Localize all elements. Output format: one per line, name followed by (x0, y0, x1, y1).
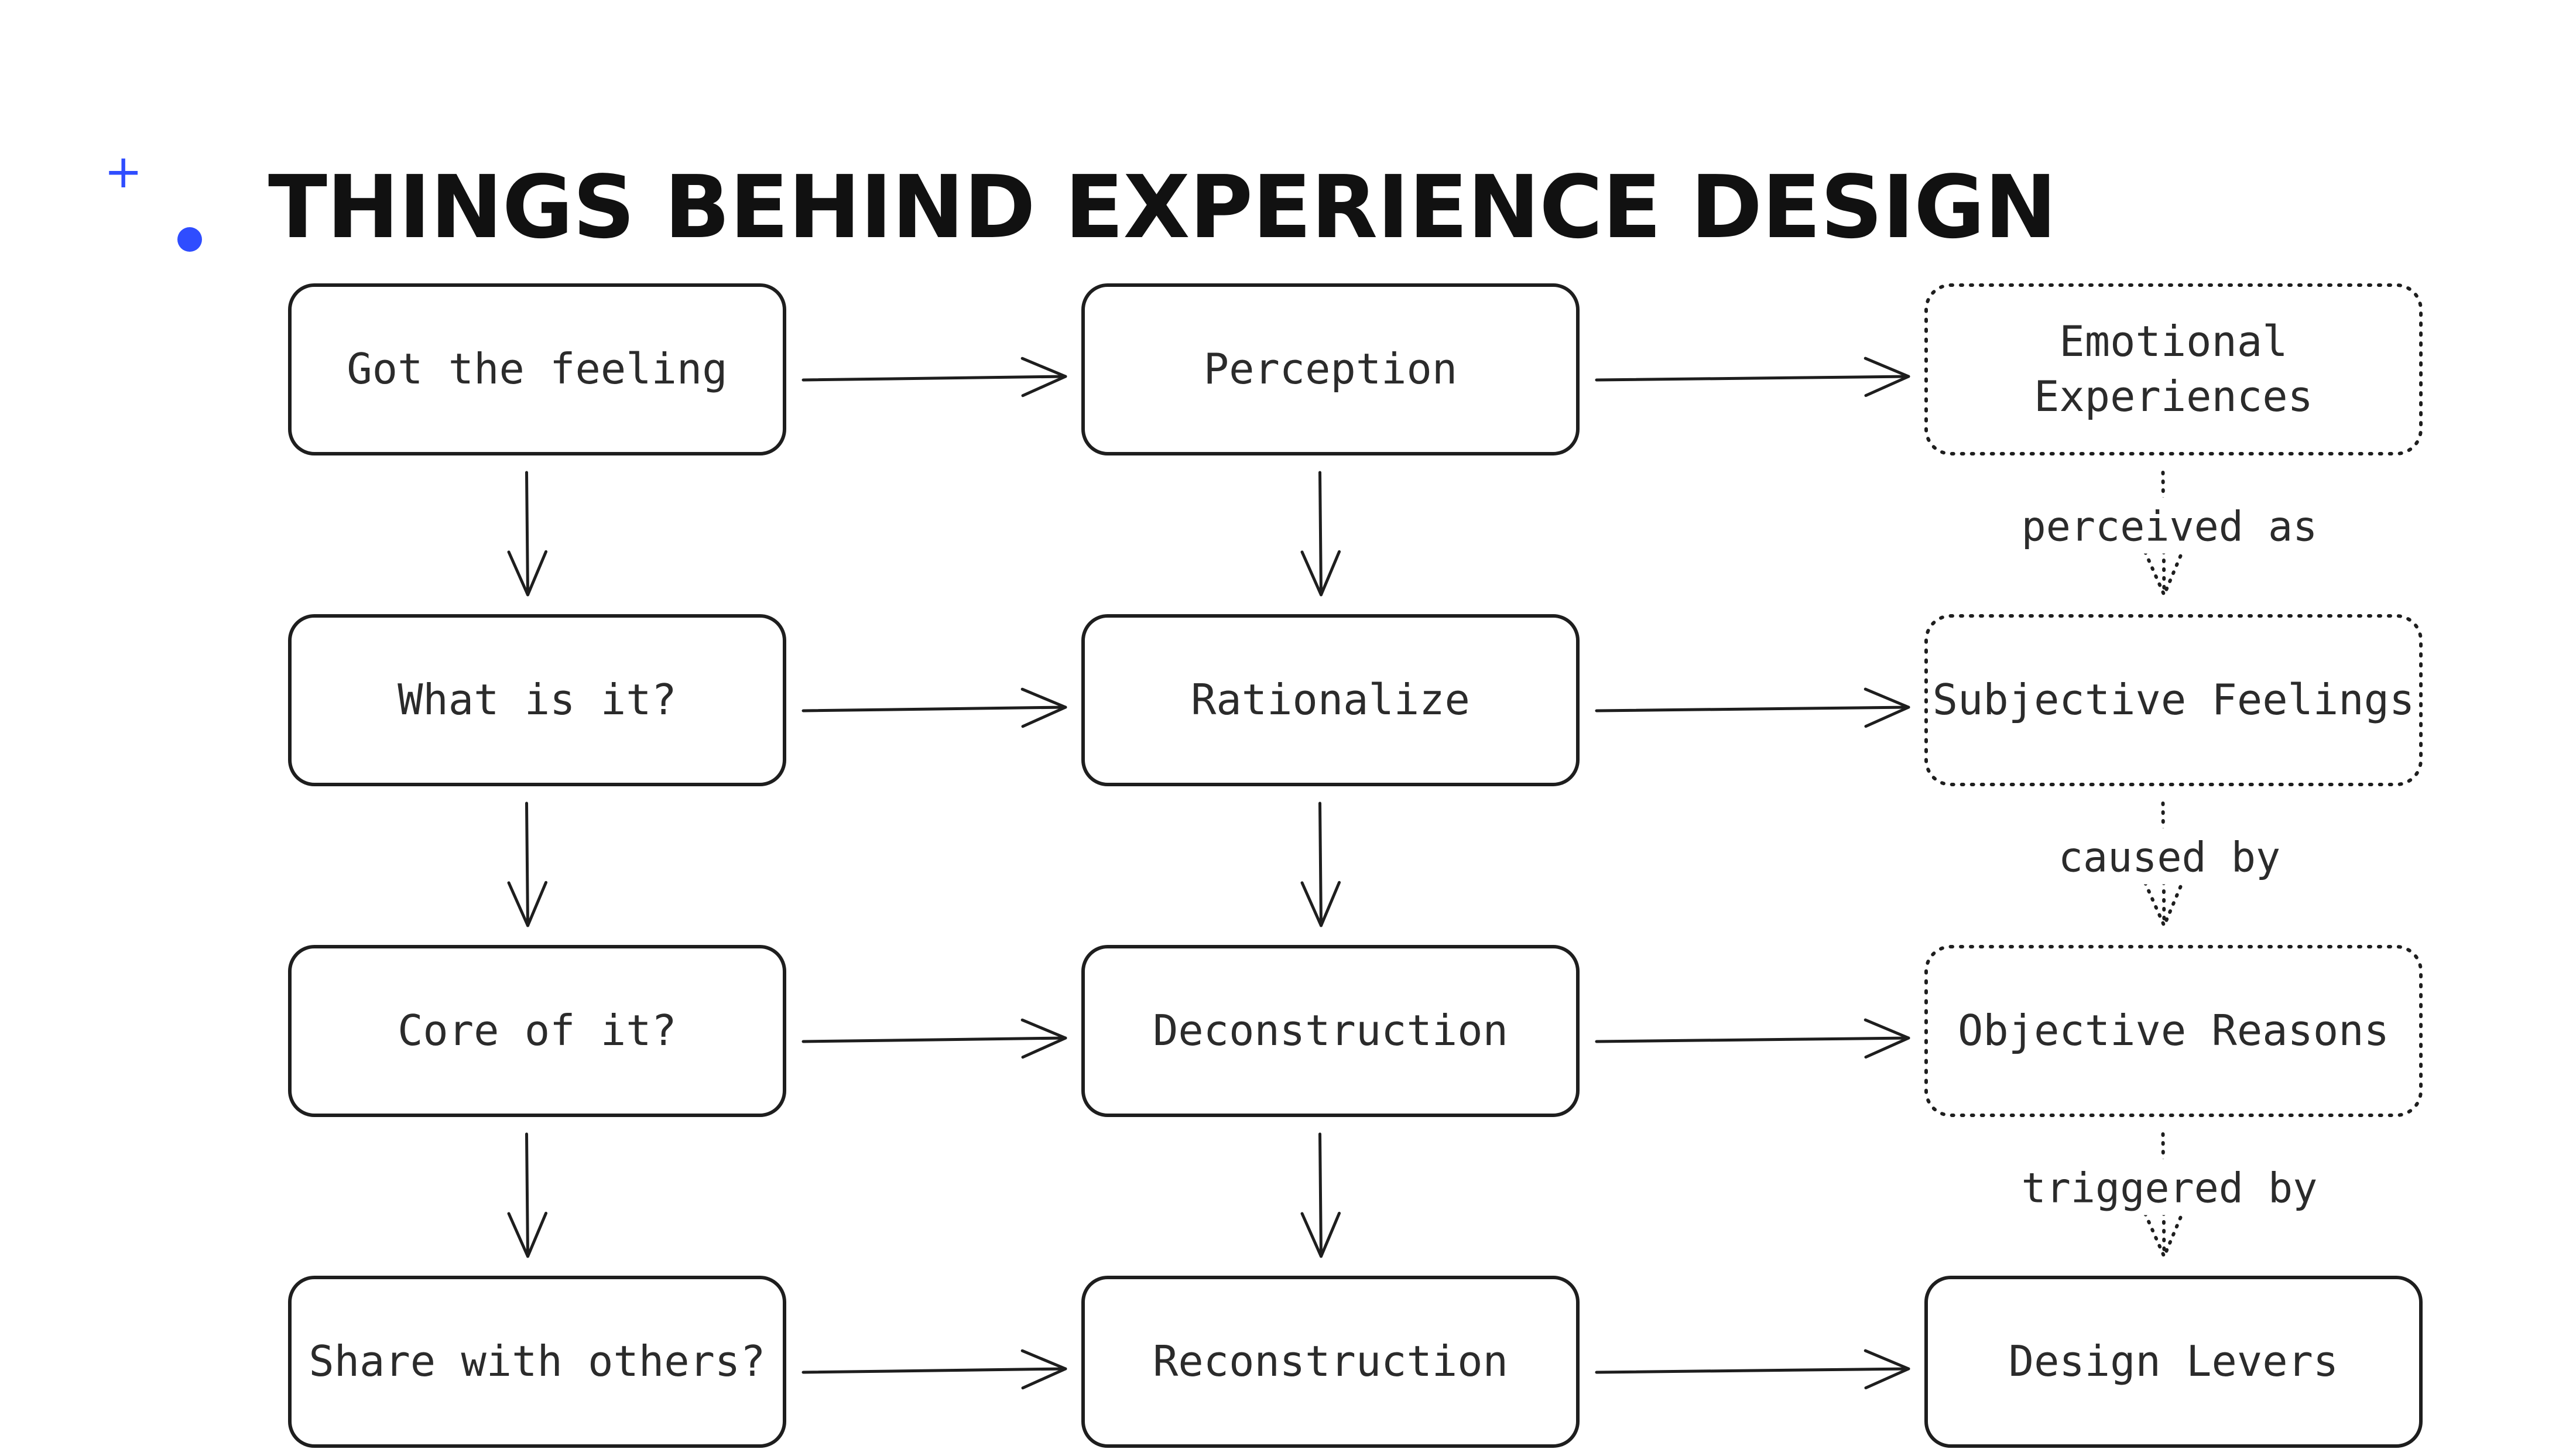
node-rationalize: Rationalize (1081, 614, 1580, 786)
node-label: Perception (1204, 344, 1457, 393)
edge-subjective-feelings-to-objective-reasons: caused by (2005, 801, 2322, 930)
edge-line (801, 1036, 1067, 1043)
edge-line (525, 471, 529, 597)
arrow-head-icon (1864, 1349, 1910, 1390)
bullet-dot-icon (177, 227, 202, 252)
arrow-head-icon (507, 881, 548, 927)
node-box (1081, 1276, 1580, 1448)
node-deconstruction: Deconstruction (1081, 945, 1580, 1117)
arrow-head-icon (1864, 687, 1910, 728)
edge-rationalize-to-subjective-feelings (1595, 687, 1910, 728)
edge-rationalize-to-deconstruction (1300, 801, 1341, 927)
edge-emotional-experiences-to-subjective-feelings: perceived as (2005, 471, 2322, 600)
node-box (1081, 945, 1580, 1117)
edge-line (1595, 1367, 1910, 1374)
node-label: Rationalize (1191, 675, 1470, 724)
node-box (1924, 283, 2423, 455)
edge-what-is-it-to-rationalize (801, 687, 1067, 728)
edge-what-is-it-to-core-of-it (507, 801, 548, 927)
edge-core-of-it-to-share-with-others (507, 1132, 548, 1258)
node-got-feeling: Got the feeling (288, 283, 786, 455)
edge-line (801, 375, 1067, 382)
edge-line (801, 705, 1067, 712)
node-box (288, 945, 786, 1117)
node-label: Design Levers (2009, 1337, 2339, 1386)
edge-perception-to-rationalize (1300, 471, 1341, 597)
edge-label: perceived as (2022, 503, 2318, 551)
node-box (1924, 614, 2423, 786)
arrow-head-icon (2143, 550, 2184, 600)
edge-deconstruction-to-objective-reasons (1595, 1018, 1910, 1059)
arrow-head-icon (2143, 1211, 2184, 1261)
edge-objective-reasons-to-design-levers: triggered by (2005, 1132, 2322, 1261)
arrow-head-icon (1300, 1211, 1341, 1258)
edge-line (525, 1132, 529, 1258)
edge-label: triggered by (2022, 1164, 2318, 1212)
edge-line (801, 1367, 1067, 1374)
edge-line (1318, 1132, 1323, 1258)
edge-core-of-it-to-deconstruction (801, 1018, 1067, 1059)
node-share-with-others: Share with others? (288, 1276, 786, 1448)
node-core-of-it: Core of it? (288, 945, 786, 1117)
node-label: What is it? (398, 675, 677, 724)
arrow-head-icon (1300, 881, 1341, 927)
node-label: Got the feeling (347, 344, 727, 393)
slide-title: THINGS BEHIND EXPERIENCE DESIGN (268, 157, 2057, 258)
arrow-head-icon (1020, 1018, 1067, 1059)
node-objective-reasons: Objective Reasons (1924, 945, 2423, 1117)
arrow-head-icon (2143, 881, 2184, 930)
arrow-head-icon (507, 1211, 548, 1258)
node-label: Emotional (2059, 317, 2287, 366)
edge-deconstruction-to-reconstruction (1300, 1132, 1341, 1258)
edge-line (525, 801, 529, 927)
node-box (1924, 1276, 2423, 1448)
edge-label: caused by (2058, 834, 2280, 882)
arrow-head-icon (1864, 1018, 1910, 1059)
node-box (288, 283, 786, 455)
edge-got-feeling-to-what-is-it (507, 471, 548, 597)
node-label: Deconstruction (1153, 1006, 1508, 1055)
arrow-head-icon (1020, 357, 1067, 398)
edge-reconstruction-to-design-levers (1595, 1349, 1910, 1390)
arrow-head-icon (1300, 550, 1341, 597)
node-label: Reconstruction (1153, 1337, 1508, 1386)
arrow-head-icon (1020, 687, 1067, 728)
node-box (1081, 614, 1580, 786)
arrow-head-icon (1864, 357, 1910, 398)
arrow-head-icon (1020, 1349, 1067, 1390)
node-box (288, 614, 786, 786)
node-perception: Perception (1081, 283, 1580, 455)
arrow-head-icon (507, 550, 548, 597)
plus-icon: + (104, 146, 143, 198)
edge-line (1595, 1036, 1910, 1043)
edge-line (1595, 375, 1910, 382)
node-what-is-it: What is it? (288, 614, 786, 786)
node-box (1924, 945, 2423, 1117)
edge-label-bg (2005, 1159, 2322, 1215)
node-box (288, 1276, 786, 1448)
edge-share-with-others-to-reconstruction (801, 1349, 1067, 1390)
node-label: Subjective Feelings (1933, 675, 2415, 724)
node-subjective-feelings: Subjective Feelings (1924, 614, 2423, 786)
node-label: Share with others? (309, 1337, 765, 1386)
node-reconstruction: Reconstruction (1081, 1276, 1580, 1448)
edge-label-bg (2005, 497, 2322, 554)
edge-line (1595, 705, 1910, 712)
edge-got-feeling-to-perception (801, 357, 1067, 398)
edge-label-bg (2005, 828, 2322, 885)
node-box (1081, 283, 1580, 455)
edge-line (1318, 471, 1323, 597)
edge-perception-to-emotional-experiences (1595, 357, 1910, 398)
node-label: Objective Reasons (1958, 1006, 2389, 1055)
node-design-levers: Design Levers (1924, 1276, 2423, 1448)
node-label: Experiences (2034, 372, 2313, 421)
edge-line (1318, 801, 1323, 927)
node-label: Core of it? (398, 1006, 677, 1055)
